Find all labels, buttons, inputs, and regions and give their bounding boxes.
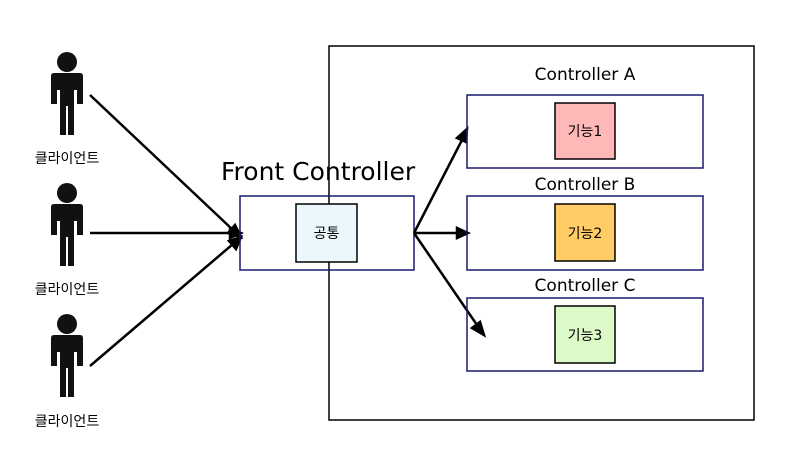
common-label: 공통 xyxy=(314,226,340,242)
client-request-arrows xyxy=(89,94,245,367)
arrow-client1-to-front xyxy=(89,94,234,231)
controllers-container xyxy=(328,45,755,421)
feature-2-box xyxy=(554,203,616,262)
client-label: 클라이언트 xyxy=(35,282,100,298)
common-box xyxy=(295,203,358,263)
controller-a: Controller A 기능1 xyxy=(466,65,704,169)
arrowhead xyxy=(469,319,487,338)
feature-1-box xyxy=(554,102,616,160)
person-icon xyxy=(51,52,83,135)
controller-c-title: Controller C xyxy=(535,276,636,296)
front-controller-title: Front Controller xyxy=(221,157,416,186)
arrow-front-to-controller-a xyxy=(412,139,464,234)
controller-b-title: Controller B xyxy=(535,175,636,195)
arrowhead xyxy=(226,234,244,252)
controller-a-title: Controller A xyxy=(535,65,636,85)
arrowhead xyxy=(454,125,469,144)
feature-2-label: 기능2 xyxy=(568,226,603,242)
client-2: 클라이언트 xyxy=(35,183,100,298)
feature-3-label: 기능3 xyxy=(568,328,603,344)
client-label: 클라이언트 xyxy=(35,151,100,167)
arrowhead xyxy=(228,226,245,240)
arrowhead xyxy=(455,226,472,240)
person-icon xyxy=(51,314,83,397)
client-3: 클라이언트 xyxy=(35,314,100,430)
controller-b: Controller B 기능2 xyxy=(466,175,704,271)
feature-3-box xyxy=(554,305,616,364)
feature-1-label: 기능1 xyxy=(568,124,603,140)
person-icon xyxy=(51,183,83,266)
controller-b-box xyxy=(466,195,704,271)
controller-c-box xyxy=(466,297,704,372)
arrow-client3-to-front xyxy=(89,243,234,367)
controller-a-box xyxy=(466,94,704,169)
client-1: 클라이언트 xyxy=(35,52,100,167)
dispatch-arrows xyxy=(412,125,487,338)
controller-c: Controller C 기능3 xyxy=(466,276,704,372)
client-label: 클라이언트 xyxy=(35,414,100,430)
